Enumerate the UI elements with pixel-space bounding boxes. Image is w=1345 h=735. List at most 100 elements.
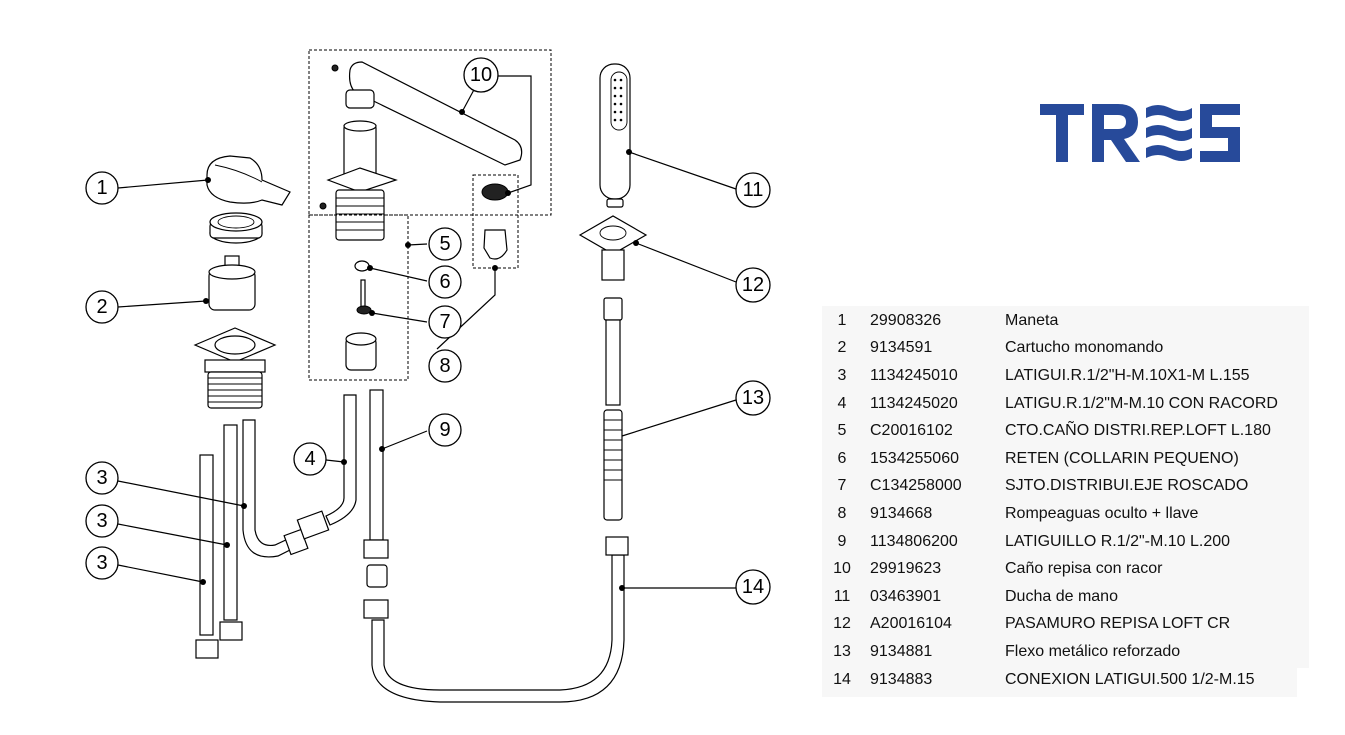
part-number: 4: [837, 394, 847, 412]
svg-text:4: 4: [304, 448, 315, 470]
svg-text:11: 11: [743, 179, 764, 201]
table-row: 10 29919623 Caño repisa con racor: [822, 555, 1309, 583]
part-flex-hose: [603, 297, 623, 521]
brand-logo: [1040, 104, 1240, 162]
part-description: LATIGUILLO R.1/2"-M.10 L.200: [1005, 532, 1231, 550]
parts-table: 1 29908326 Maneta 2 9134591 Cartucho mon…: [822, 306, 1309, 698]
callout-13: 13: [735, 380, 771, 416]
part-description: RETEN (COLLARIN PEQUENO): [1005, 449, 1239, 467]
part-description: PASAMURO REPISA LOFT CR: [1005, 615, 1231, 633]
table-row: 2 9134591 Cartucho monomando: [822, 335, 1309, 363]
part-hose-bent: [242, 419, 309, 558]
svg-text:9: 9: [439, 419, 450, 441]
table-row: 9 1134806200 LATIGUILLO R.1/2"-M.10 L.20…: [822, 528, 1309, 556]
svg-text:7: 7: [439, 311, 450, 333]
table-row: 13 9134881 Flexo metálico reforzado: [822, 638, 1309, 666]
diverter-group-box: [308, 214, 409, 381]
callout-7: 7: [428, 305, 462, 339]
part-code: 9134591: [870, 339, 933, 357]
part-description: Cartucho monomando: [1005, 339, 1164, 357]
svg-text:3: 3: [96, 552, 107, 574]
part-number: 8: [837, 504, 847, 522]
part-number: 5: [837, 422, 847, 440]
leader-lines: [117, 75, 737, 591]
part-body-base: [193, 327, 277, 409]
part-code: 9134881: [870, 642, 933, 660]
part-number: 3: [837, 366, 847, 384]
svg-text:1: 1: [96, 177, 107, 199]
table-row: 4 1134245020 LATIGU.R.1/2"M-M.10 CON RAC…: [822, 390, 1309, 418]
part-number: 12: [833, 615, 851, 633]
part-hose-14-nut: [605, 536, 629, 556]
part-code: A20016104: [870, 615, 952, 633]
callout-10: 10: [463, 57, 499, 93]
part-code: 1134245010: [870, 366, 958, 384]
part-code: C134258000: [870, 477, 962, 495]
part-retainer: [354, 260, 370, 272]
part-code: 1134245020: [870, 394, 958, 412]
callout-8: 8: [428, 349, 462, 383]
callout-3a: 3: [85, 461, 119, 495]
part-number: 11: [833, 587, 851, 605]
svg-text:6: 6: [439, 271, 450, 293]
spout-group-box: [308, 49, 552, 216]
part-hose-mid: [219, 424, 243, 641]
callout-4: 4: [293, 442, 327, 476]
part-number: 2: [837, 339, 847, 357]
svg-text:13: 13: [742, 387, 764, 409]
svg-text:12: 12: [742, 274, 764, 296]
part-hose-short: [195, 454, 219, 659]
part-cartridge: [208, 255, 256, 311]
part-code: 29919623: [870, 560, 942, 578]
part-hose-14: [371, 554, 625, 703]
part-number: 9: [837, 532, 847, 550]
part-code: 9134668: [870, 504, 933, 522]
callout-11: 11: [735, 172, 771, 208]
svg-text:3: 3: [96, 467, 107, 489]
part-spout: [319, 61, 523, 241]
svg-text:3: 3: [96, 510, 107, 532]
svg-text:8: 8: [439, 355, 450, 377]
part-code: 29908326: [870, 311, 942, 329]
part-description: Rompeaguas oculto + llave: [1005, 504, 1199, 522]
callout-6: 6: [428, 265, 462, 299]
part-description: LATIGUI.R.1/2"H-M.10X1-M L.155: [1005, 366, 1250, 384]
part-number: 6: [837, 449, 847, 467]
table-row: 8 9134668 Rompeaguas oculto + llave: [822, 500, 1309, 528]
svg-text:14: 14: [742, 576, 764, 598]
part-code: 1534255060: [870, 449, 959, 467]
svg-text:10: 10: [470, 64, 492, 86]
svg-text:2: 2: [96, 296, 107, 318]
callout-9: 9: [428, 413, 462, 447]
part-hand-shower: [599, 63, 631, 208]
part-diverter-stem: [356, 279, 372, 315]
part-cap-ring: [209, 212, 263, 244]
table-row: 1 29908326 Maneta: [822, 307, 1309, 335]
table-row: 6 1534255060 RETEN (COLLARIN PEQUENO): [822, 445, 1309, 473]
exploded-diagram: 1 2 3 3 3 4 5 6 7 8 9 10 11 12 13 14: [85, 49, 771, 703]
part-code: 9134883: [870, 670, 933, 688]
part-description: Maneta: [1005, 311, 1059, 329]
callout-12: 12: [735, 267, 771, 303]
part-wall-plate: [578, 215, 648, 281]
part-number: 14: [833, 670, 851, 688]
callout-3b: 3: [85, 504, 119, 538]
part-description: CONEXION LATIGUI.500 1/2-M.15: [1005, 670, 1255, 688]
table-row: 11 03463901 Ducha de mano: [822, 583, 1309, 611]
part-description: SJTO.DISTRIBUI.EJE ROSCADO: [1005, 477, 1249, 495]
callout-14: 14: [735, 569, 771, 605]
table-row: 5 C20016102 CTO.CAÑO DISTRI.REP.LOFT L.1…: [822, 417, 1309, 445]
callout-1: 1: [85, 171, 119, 205]
callout-2: 2: [85, 290, 119, 324]
callout-5: 5: [428, 227, 462, 261]
part-code: 03463901: [870, 587, 942, 605]
table-corner-gap: [1297, 668, 1309, 698]
part-description: LATIGU.R.1/2"M-M.10 CON RACORD: [1005, 394, 1278, 412]
part-diverter-body: [345, 332, 377, 371]
part-handle: [206, 155, 291, 206]
part-number: 10: [833, 560, 851, 578]
table-row: 3 1134245010 LATIGUI.R.1/2"H-M.10X1-M L.…: [822, 362, 1309, 390]
callout-3c: 3: [85, 546, 119, 580]
part-code: 1134806200: [870, 532, 958, 550]
table-row: 7 C134258000 SJTO.DISTRIBUI.EJE ROSCADO: [822, 473, 1309, 501]
